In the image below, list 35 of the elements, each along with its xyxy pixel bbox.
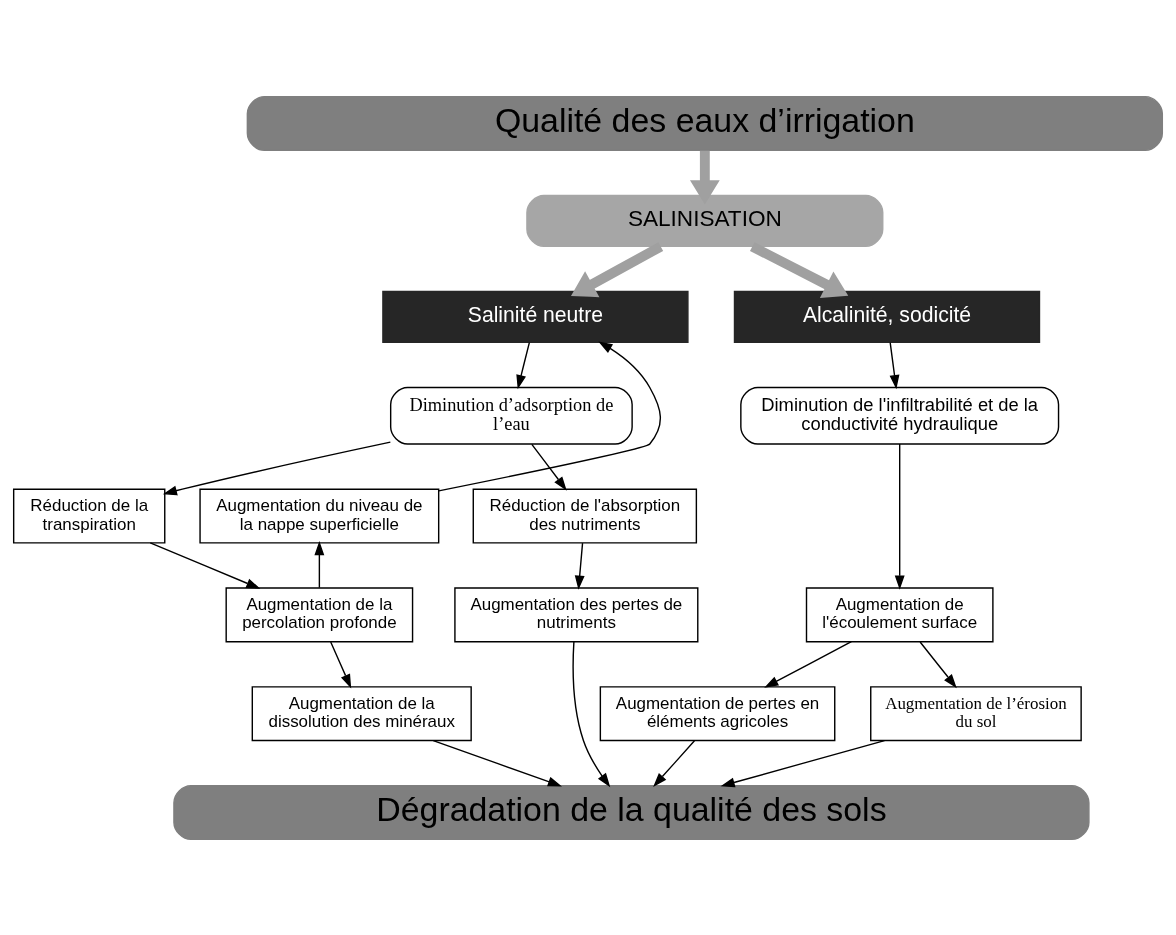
node-box: Augmentation de la dissolution des minéraux — [251, 685, 472, 741]
arrow — [653, 739, 696, 787]
node-box: Augmentation des pertes de nutriments — [454, 586, 699, 642]
arrow — [572, 640, 611, 787]
arrow — [764, 640, 853, 688]
arrow — [516, 341, 531, 389]
arrow — [570, 241, 664, 297]
node-box: Diminution d’adsorption de l’eau — [389, 386, 633, 445]
arrow — [314, 540, 325, 588]
node-box: Diminution de l'infiltrabilité et de la conductivité hydraulique — [740, 386, 1060, 445]
node-box: Augmentation du niveau de la nappe superficielle — [199, 487, 440, 544]
arrow — [720, 739, 886, 787]
node-box: SALINISATION — [526, 194, 884, 247]
arrow — [689, 150, 720, 204]
arrow — [149, 541, 261, 589]
node-box: Salinité neutre — [382, 290, 689, 343]
arrow — [438, 340, 662, 492]
arrow — [574, 541, 585, 590]
arrow — [432, 739, 562, 786]
node-box: Qualité des eaux d’irrigation — [246, 95, 1164, 151]
node-box: Alcalinité, sodicité — [733, 290, 1041, 343]
arrow — [889, 341, 900, 389]
node-box: Réduction de l'absorption des nutriments — [472, 487, 698, 544]
arrow — [894, 442, 905, 590]
node-box: Augmentation de la percolation profonde — [225, 586, 414, 642]
arrow — [750, 241, 849, 298]
arrow — [531, 443, 567, 491]
arrow — [162, 440, 392, 495]
arrow — [919, 640, 957, 688]
arrow — [330, 640, 352, 688]
node-box: Augmentation de l’érosion du sol — [870, 685, 1082, 741]
node-box: Réduction de la transpiration — [12, 487, 166, 544]
node-box: Dégradation de la qualité des sols — [173, 784, 1090, 840]
node-box: Augmentation de pertes en éléments agricoles — [599, 685, 836, 741]
node-box: Augmentation de l'écoulement surface — [805, 586, 994, 642]
